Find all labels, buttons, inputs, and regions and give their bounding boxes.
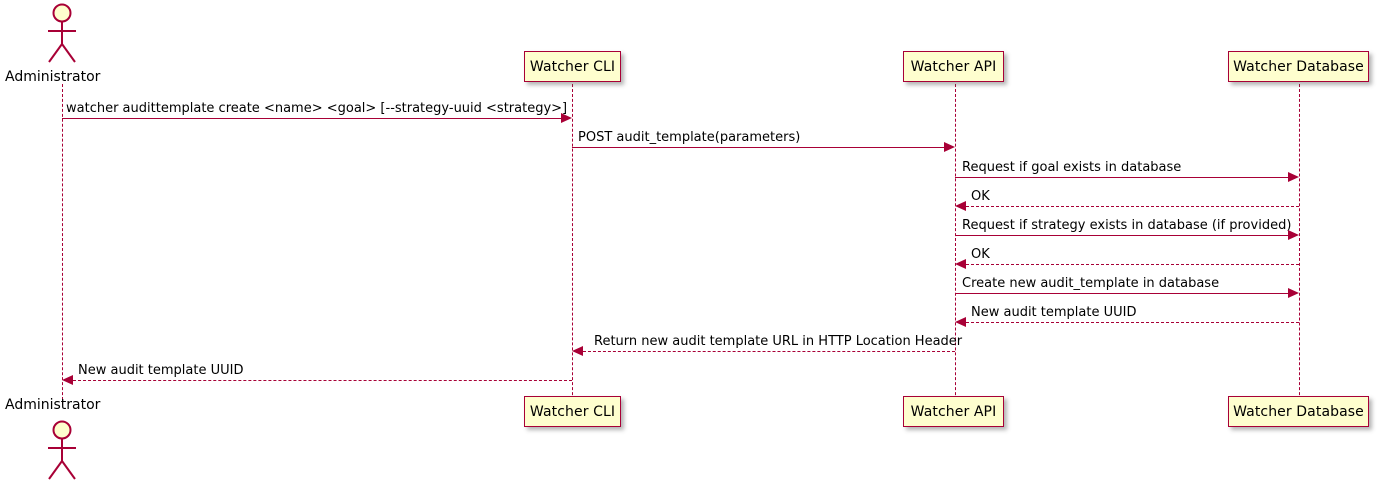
arrow-head-right-1 — [561, 113, 572, 123]
message-line-7 — [955, 293, 1288, 294]
participant-label-watcher-database-top: Watcher Database — [1233, 58, 1364, 75]
participant-box-watcher-api-bottom[interactable]: Watcher API — [903, 396, 1004, 427]
arrow-head-right-7 — [1288, 288, 1299, 298]
message-label-5: Request if strategy exists in database (… — [962, 218, 1292, 233]
message-label-2: POST audit_template(parameters) — [578, 130, 801, 145]
arrow-head-right-5 — [1288, 230, 1299, 240]
message-line-4 — [966, 206, 1299, 207]
message-line-5 — [955, 235, 1288, 236]
arrow-head-left-4 — [955, 201, 966, 211]
participant-label-watcher-cli-bottom: Watcher CLI — [529, 403, 616, 420]
participant-box-watcher-database-bottom[interactable]: Watcher Database — [1228, 396, 1369, 427]
lifeline-watcher-database — [1299, 84, 1300, 405]
participant-label-watcher-cli-top: Watcher CLI — [529, 58, 616, 75]
message-line-6 — [966, 264, 1299, 265]
message-line-3 — [955, 177, 1288, 178]
lifeline-watcher-cli — [572, 84, 573, 405]
participant-box-watcher-database-top[interactable]: Watcher Database — [1228, 51, 1369, 82]
lifeline-watcher-api — [955, 84, 956, 405]
message-label-9: Return new audit template URL in HTTP Lo… — [594, 334, 963, 349]
message-label-7: Create new audit_template in database — [962, 276, 1220, 291]
message-line-2 — [572, 147, 944, 148]
actor-label-administrator-top: Administrator — [5, 69, 101, 85]
arrow-head-left-8 — [955, 317, 966, 327]
arrow-head-right-2 — [944, 142, 955, 152]
message-line-10 — [73, 380, 572, 381]
message-line-1 — [62, 118, 561, 119]
participant-label-watcher-api-bottom: Watcher API — [910, 403, 997, 420]
message-line-8 — [966, 322, 1299, 323]
message-line-9 — [583, 351, 955, 352]
arrow-head-right-3 — [1288, 172, 1299, 182]
message-label-8: New audit template UUID — [971, 305, 1137, 320]
arrow-head-left-10 — [62, 375, 73, 385]
actor-administrator-top — [48, 3, 76, 63]
message-label-6: OK — [971, 247, 990, 262]
message-label-10: New audit template UUID — [78, 363, 244, 378]
actor-label-administrator-bottom: Administrator — [5, 397, 101, 413]
message-label-3: Request if goal exists in database — [962, 160, 1182, 175]
arrow-head-left-9 — [572, 346, 583, 356]
message-label-4: OK — [971, 189, 990, 204]
message-label-1: watcher audittemplate create <name> <goa… — [66, 101, 568, 116]
participant-box-watcher-cli-top[interactable]: Watcher CLI — [524, 51, 621, 82]
arrow-head-left-6 — [955, 259, 966, 269]
participant-label-watcher-database-bottom: Watcher Database — [1233, 403, 1364, 420]
lifeline-administrator — [62, 84, 63, 405]
participant-box-watcher-cli-bottom[interactable]: Watcher CLI — [524, 396, 621, 427]
actor-administrator-bottom — [48, 420, 76, 480]
participant-box-watcher-api-top[interactable]: Watcher API — [903, 51, 1004, 82]
participant-label-watcher-api-top: Watcher API — [910, 58, 997, 75]
